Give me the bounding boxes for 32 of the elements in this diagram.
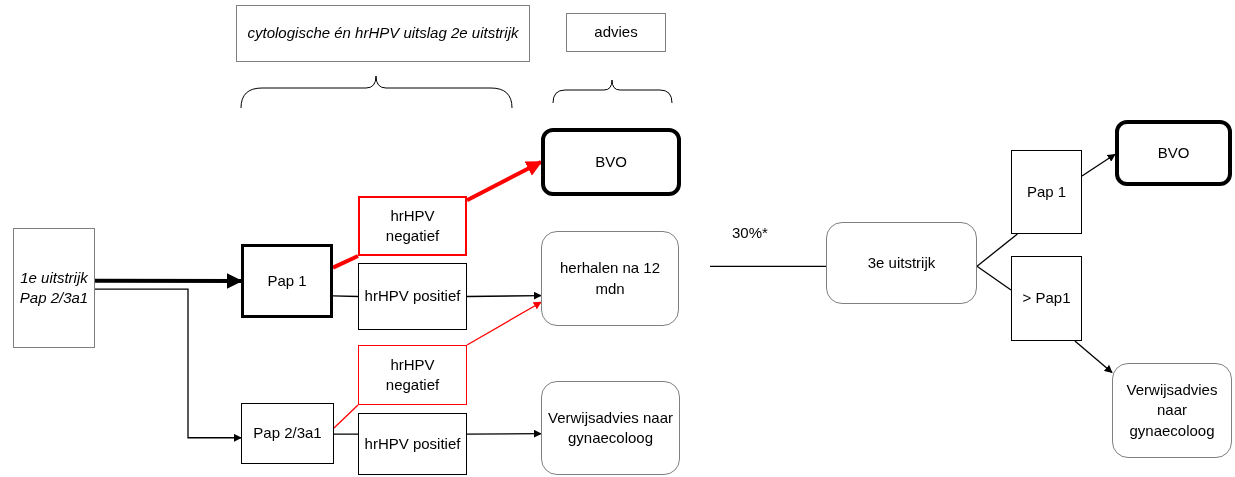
arrow [466,291,542,300]
connector-line [976,265,1012,291]
arrow [1074,340,1113,374]
outcome-box: BVO [541,128,681,196]
arrow [1081,153,1116,177]
arrow [95,273,243,289]
arrow [466,301,542,346]
process-box: hrHPV positief [358,413,467,475]
outcome-box: herhalen na 12 mdn [541,231,679,326]
process-box: Pap 2/3a1 [241,403,334,464]
arrow [466,160,543,202]
outcome-box: Verwijsadvies naar gynaecoloog [541,381,680,475]
process-box: hrHPV negatief [358,196,467,256]
header-box: cytologische én hrHPV uitslag 2e uitstrijk [236,5,530,62]
process-box: > Pap1 [1011,256,1082,341]
process-box: Pap 1 [241,244,333,318]
connector-line [332,254,359,270]
arrow [466,429,542,438]
process-box: 3e uitstrijk [826,222,977,304]
process-box: hrHPV negatief [358,345,467,405]
arrow [94,288,242,442]
connector-line [976,233,1019,267]
process-box: Pap 1 [1011,150,1082,234]
outcome-box: BVO [1115,120,1232,186]
process-box: hrHPV positief [358,263,467,330]
outcome-box: Verwijsadvies naar gynaecoloog [1112,363,1232,458]
start-box: 1e uitstrijk Pap 2/3a1 [13,228,95,348]
header-box: advies [566,13,666,52]
connector-line [332,295,359,298]
connector-line [333,404,359,429]
connector-line [709,265,827,267]
connector-line [333,433,359,435]
